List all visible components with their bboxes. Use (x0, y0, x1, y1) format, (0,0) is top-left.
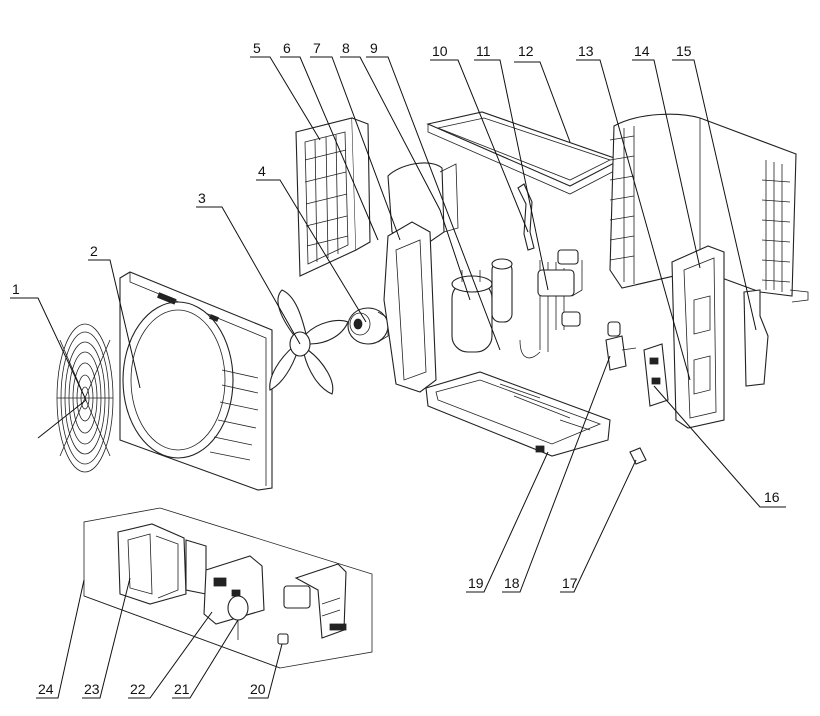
callout-13: 13 (578, 43, 594, 59)
callout-labels: 1 2 3 4 5 6 7 8 9 10 11 12 13 14 15 16 1… (12, 40, 780, 697)
callout-6: 6 (283, 40, 291, 56)
condenser-coil (609, 113, 809, 303)
rear-grille-panel (295, 117, 371, 277)
motor-bracket (383, 162, 459, 393)
service-valves (605, 321, 647, 465)
callout-12: 12 (518, 43, 534, 59)
electrical-control-box (83, 507, 373, 669)
callout-1: 1 (12, 281, 20, 297)
base-tray (425, 371, 611, 457)
callout-16: 16 (764, 489, 780, 505)
callout-8: 8 (342, 40, 350, 56)
terminal-block (277, 633, 289, 645)
leader-lines (10, 56, 786, 699)
callout-4: 4 (258, 163, 266, 179)
callout-21: 21 (174, 681, 190, 697)
callout-20: 20 (250, 681, 266, 697)
side-panel (671, 245, 769, 429)
callout-11: 11 (476, 43, 491, 59)
fan-motor (347, 307, 389, 345)
callout-24: 24 (38, 681, 54, 697)
callout-5: 5 (253, 40, 261, 56)
front-panel (119, 271, 273, 491)
callout-2: 2 (90, 243, 98, 259)
axial-fan-blade (269, 289, 349, 395)
compressor (451, 258, 513, 353)
valve-mounting-plate (643, 343, 669, 407)
callout-10: 10 (432, 43, 448, 59)
callout-9: 9 (370, 40, 378, 56)
control-pcb (203, 555, 265, 625)
reactor-board (283, 563, 347, 639)
callout-3: 3 (198, 190, 206, 206)
four-way-valve-assembly (519, 249, 583, 359)
callout-15: 15 (676, 43, 692, 59)
callout-14: 14 (634, 43, 650, 59)
callout-18: 18 (504, 575, 520, 591)
control-box-housing (117, 523, 207, 605)
callout-23: 23 (84, 681, 100, 697)
callout-17: 17 (562, 575, 578, 591)
refrigerant-tube (517, 183, 535, 251)
callout-22: 22 (130, 681, 146, 697)
callout-19: 19 (468, 575, 484, 591)
callout-7: 7 (313, 40, 321, 56)
